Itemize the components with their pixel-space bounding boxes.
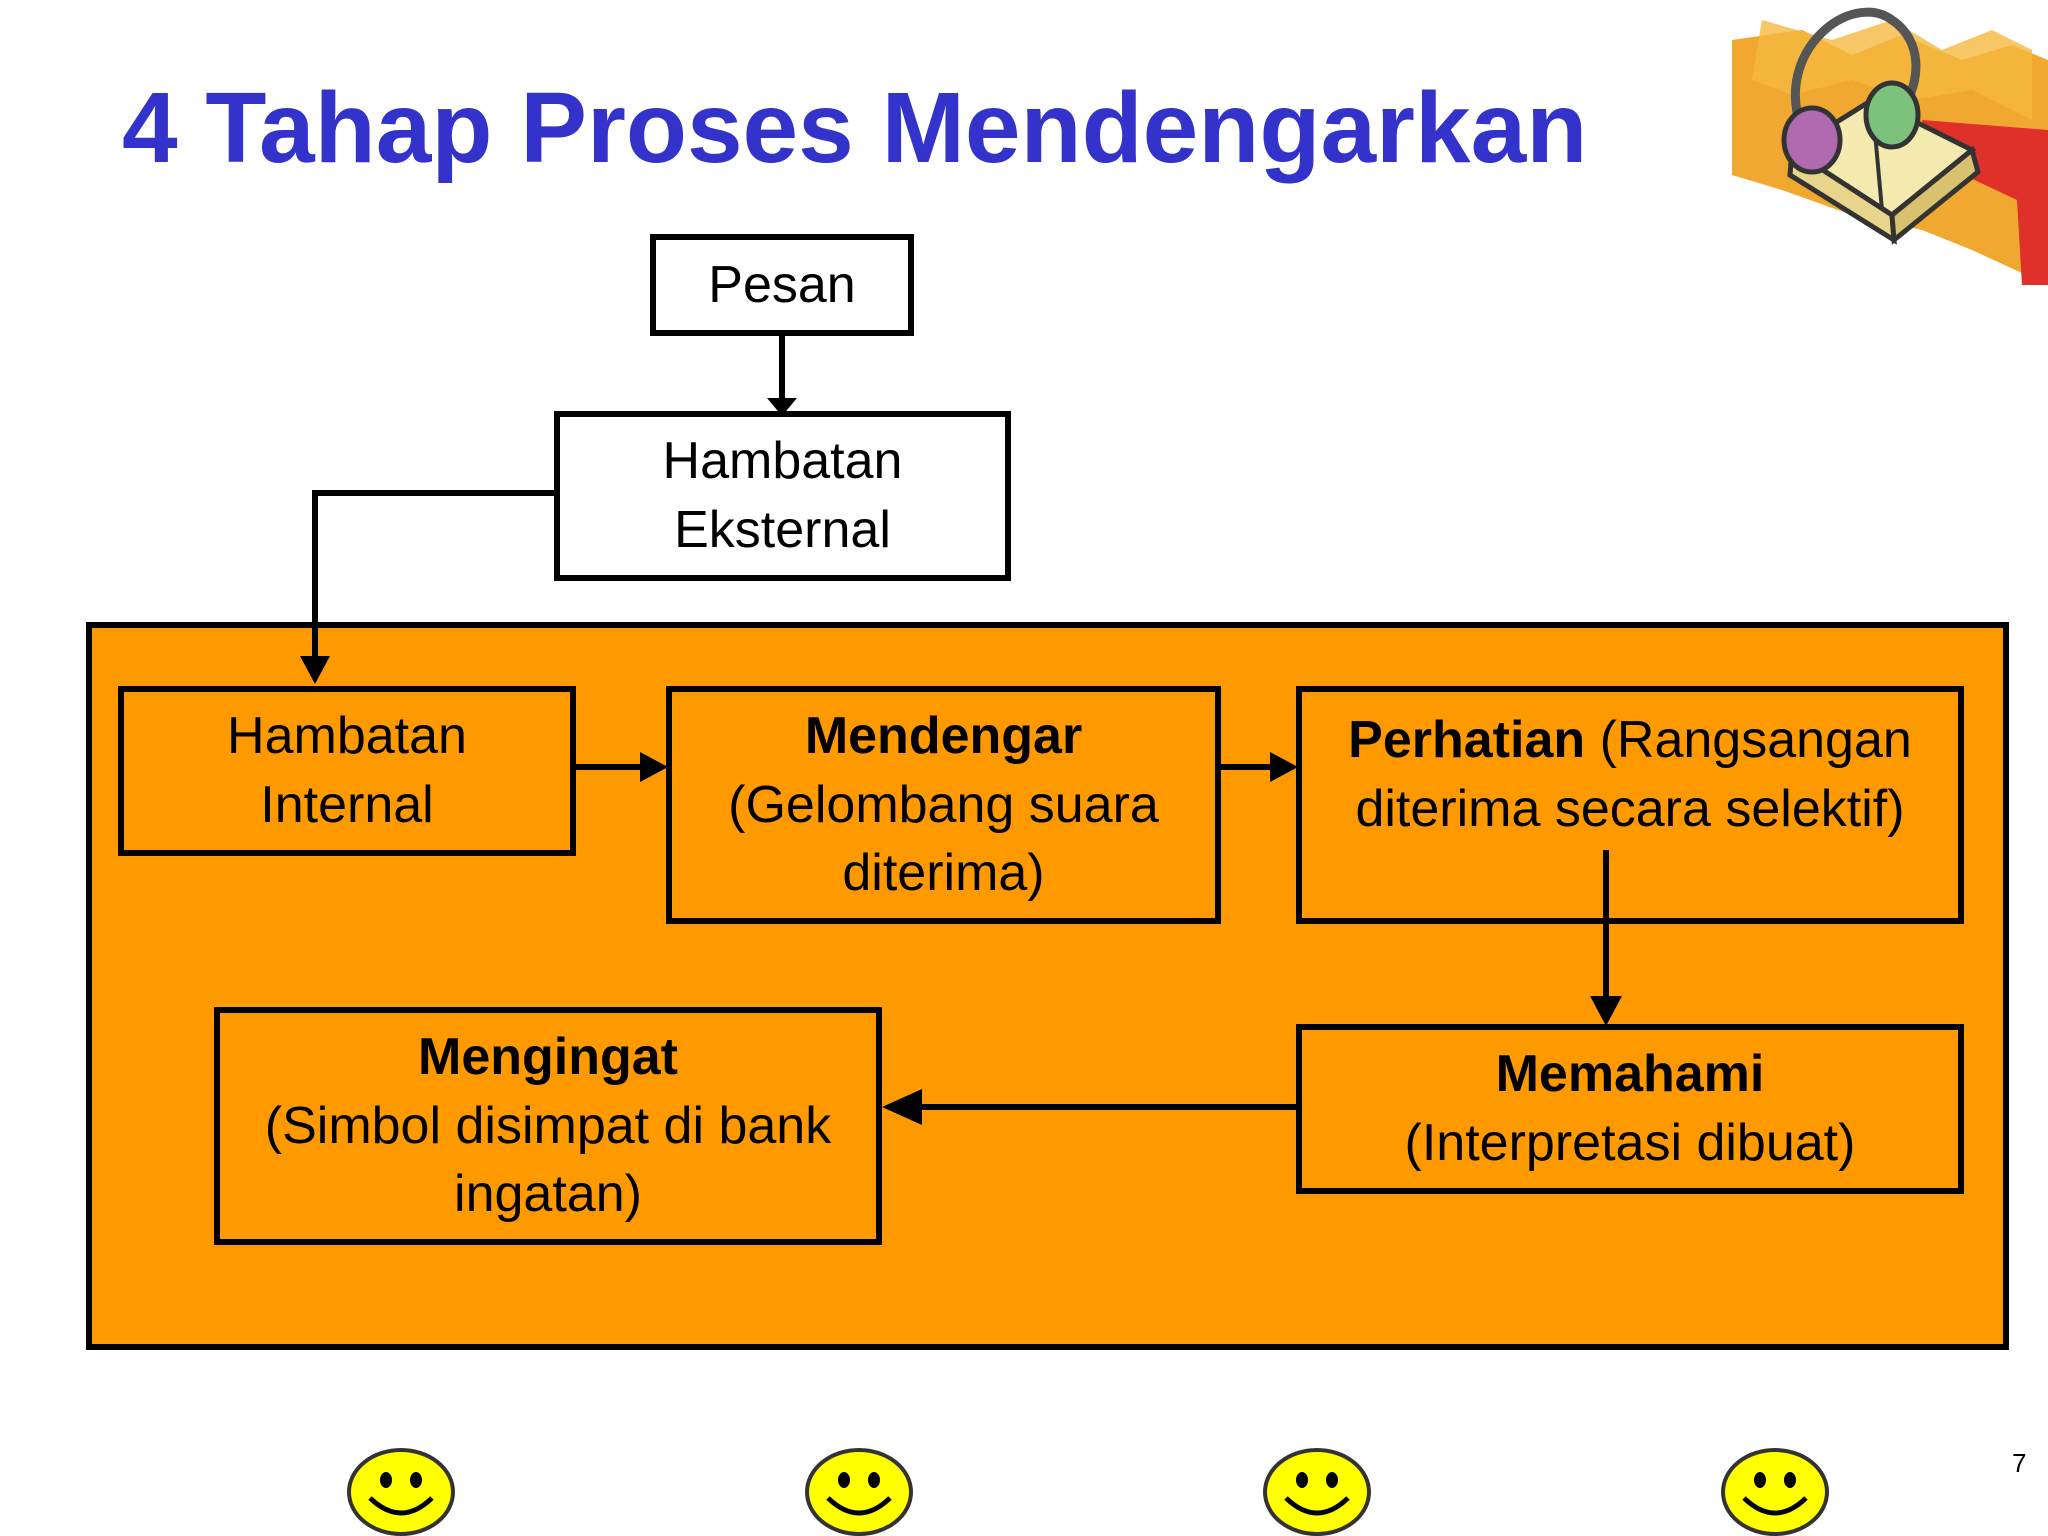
hambatan-internal-line2: Internal [260, 776, 434, 834]
mengingat-heading: Mengingat [418, 1028, 678, 1087]
smiley-icon [347, 1448, 455, 1536]
perhatian-heading: Perhatian [1348, 711, 1586, 769]
mendengar-heading: Mendengar [804, 707, 1083, 766]
memahami-heading: Memahami [1495, 1045, 1765, 1104]
book-headphones-icon [1732, 7, 2048, 285]
hambatan-eksternal-box: Hambatan Eksternal [554, 411, 1011, 581]
smiley-icon [1721, 1448, 1829, 1536]
mendengar-line1: (Gelombang suara [728, 775, 1159, 834]
pesan-box: Pesan [650, 234, 914, 336]
mendengar-line2: diterima) [842, 844, 1045, 903]
pesan-label: Pesan [708, 255, 856, 314]
hambatan-eksternal-line1: Hambatan [662, 432, 903, 491]
smiley-icon [805, 1448, 913, 1536]
arrow-eksternal-to-internal [312, 490, 554, 668]
hambatan-internal-line1: Hambatan [227, 707, 467, 766]
mengingat-box: Mengingat (Simbol disimpat di bank ingat… [214, 1007, 882, 1245]
smiley-icon [1263, 1448, 1371, 1536]
memahami-line1: (Interpretasi dibuat) [1404, 1114, 1856, 1172]
mengingat-line2: ingatan) [454, 1165, 642, 1224]
hambatan-eksternal-line2: Eksternal [674, 501, 891, 559]
perhatian-line1: Perhatian (Rangsangan [1348, 706, 1912, 775]
perhatian-heading-rest: (Rangsangan [1585, 711, 1912, 769]
perhatian-line2: diterima secara selektif) [1355, 779, 1905, 838]
memahami-box: Memahami (Interpretasi dibuat) [1296, 1024, 1964, 1194]
perhatian-box: Perhatian (Rangsangan diterima secara se… [1296, 686, 1964, 924]
page-number: 7 [2012, 1448, 2027, 1478]
hambatan-internal-box: Hambatan Internal [118, 686, 576, 856]
mengingat-line1: (Simbol disimpat di bank [264, 1096, 832, 1155]
slide-title: 4 Tahap Proses Mendengarkan [122, 72, 1588, 184]
mendengar-box: Mendengar (Gelombang suara diterima) [666, 686, 1221, 924]
